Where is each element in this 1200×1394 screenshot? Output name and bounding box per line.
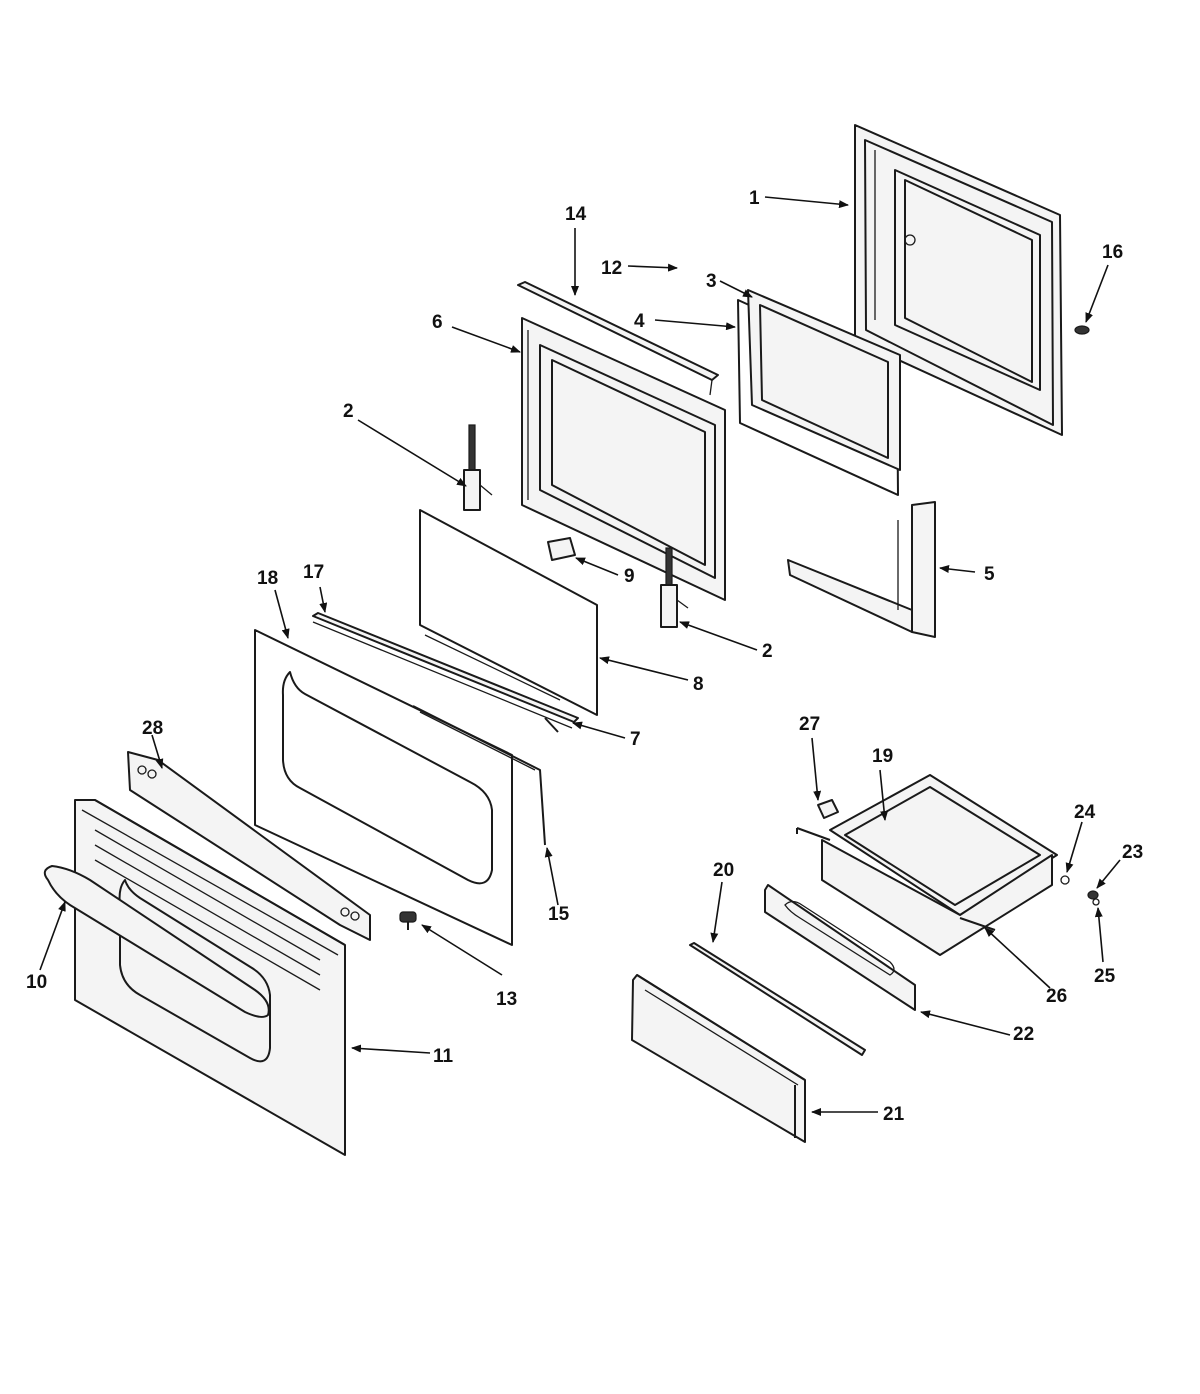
callout-4: 4 <box>634 311 645 332</box>
callout-5: 5 <box>984 564 995 585</box>
part-13-screw <box>399 911 417 930</box>
callout-8: 8 <box>693 674 704 695</box>
callout-2-left-hinge: 2 <box>343 401 354 422</box>
callout-23: 23 <box>1122 842 1143 863</box>
part-9-glass-clip <box>547 537 576 561</box>
part-27-clip <box>817 799 839 819</box>
callout-10: 10 <box>26 972 47 993</box>
callout-20: 20 <box>713 860 734 881</box>
part-7-glass-channel <box>544 717 559 733</box>
callout-9: 9 <box>624 566 635 587</box>
part-16-screw <box>1074 325 1090 335</box>
callout-21: 21 <box>883 1104 905 1125</box>
callout-12: 12 <box>601 258 622 279</box>
part-15-side-trim <box>412 705 546 846</box>
callout-24: 24 <box>1074 802 1096 823</box>
part-5-insulation <box>787 501 936 638</box>
part-19-drawer-pan <box>796 774 1058 956</box>
callout-6: 6 <box>432 312 443 333</box>
part-6-door-inner-panel <box>521 317 726 601</box>
callout-25: 25 <box>1094 966 1116 987</box>
callout-7: 7 <box>630 729 641 750</box>
part-1-inner-door-liner <box>854 124 1063 436</box>
callout-22: 22 <box>1013 1024 1034 1045</box>
callout-13: 13 <box>496 989 517 1010</box>
part-23-screw <box>1087 890 1099 900</box>
callout-15: 15 <box>548 904 570 925</box>
callout-19: 19 <box>872 746 893 767</box>
callout-16: 16 <box>1102 242 1123 263</box>
part-8-middle-glass <box>419 509 598 716</box>
part-2-hinge-left <box>463 424 493 511</box>
part-10-door-handle <box>43 865 270 1018</box>
part-22-drawer-bracket <box>764 884 916 1011</box>
door-vent-slots <box>94 829 321 991</box>
callout-3: 3 <box>706 271 717 292</box>
part-24-nut <box>1060 875 1070 885</box>
part-17-glass-channel <box>312 612 579 729</box>
callout-26: 26 <box>1046 986 1067 1007</box>
callout-17: 17 <box>303 562 324 583</box>
callout-labels: 1 2 2 3 4 5 6 7 8 9 10 11 12 13 14 15 16… <box>26 188 1143 1125</box>
part-3-inner-glass <box>747 289 901 471</box>
callout-14: 14 <box>565 204 587 225</box>
callout-28: 28 <box>142 718 163 739</box>
callout-2-right-hinge: 2 <box>762 641 773 662</box>
part-25-washer <box>1092 898 1100 906</box>
leader-lines <box>39 196 1121 1116</box>
callout-18: 18 <box>257 568 278 589</box>
callout-27: 27 <box>799 714 820 735</box>
part-14-door-top-trim <box>517 281 719 396</box>
part-20-drawer-trim <box>689 942 866 1056</box>
part-2-hinge-right <box>660 547 689 628</box>
callout-11: 11 <box>433 1046 454 1067</box>
part-21-drawer-front <box>631 974 806 1143</box>
callout-1: 1 <box>749 188 760 209</box>
